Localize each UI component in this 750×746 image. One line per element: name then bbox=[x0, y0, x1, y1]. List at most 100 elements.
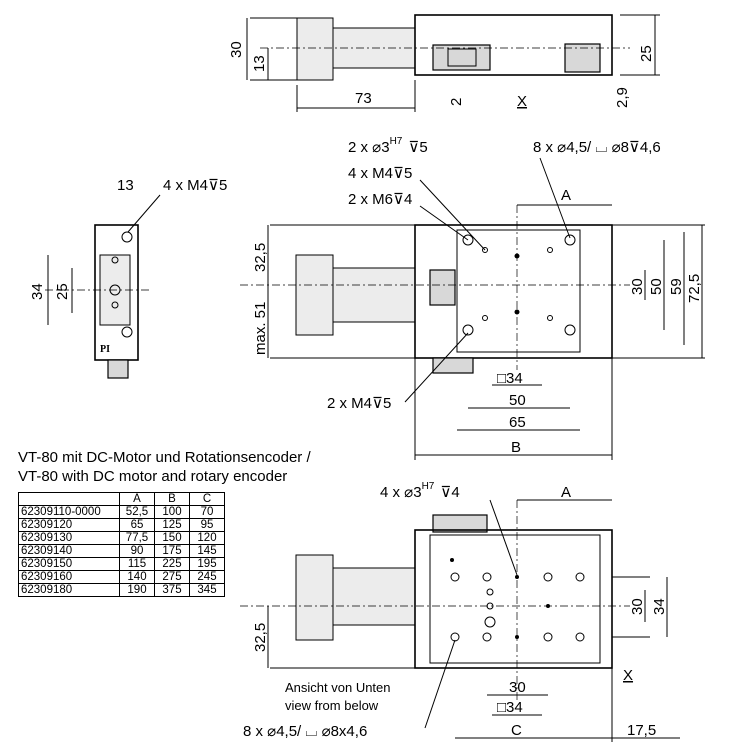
plan-connector-bottom bbox=[432, 357, 474, 374]
bottom-shaft bbox=[332, 567, 416, 626]
pi-logo: PI bbox=[100, 344, 110, 355]
value-c: 70 bbox=[189, 505, 225, 519]
dim-max-51: max. 51 bbox=[252, 302, 269, 355]
datum-x: X bbox=[517, 93, 527, 110]
part-number: 62309180 bbox=[18, 583, 120, 597]
plan-view: 2 x ⌀3H7⊽5 8 x ⌀4,5/ ⌴ ⌀8⊽4,6 4 x M4⊽5 2… bbox=[240, 136, 705, 460]
bottom-dim-30-h: 30 bbox=[509, 679, 526, 696]
value-b: 125 bbox=[154, 518, 190, 532]
bottom-dim-a: A bbox=[561, 484, 571, 501]
dim-2-9: 2,9 bbox=[614, 87, 631, 108]
table-header: A B C bbox=[18, 492, 225, 506]
drawing-caption: VT-80 mit DC-Motor und Rotationsencoder … bbox=[18, 448, 311, 486]
value-c: 145 bbox=[189, 544, 225, 558]
value-a: 190 bbox=[119, 583, 155, 597]
value-c: 345 bbox=[189, 583, 225, 597]
dim-2: 2 bbox=[448, 98, 465, 106]
dim-b: B bbox=[511, 439, 521, 456]
dim-sq34: □34 bbox=[497, 370, 523, 387]
dim-30-v: 30 bbox=[629, 278, 646, 295]
value-c: 95 bbox=[189, 518, 225, 532]
m4b-label: 2 x M4⊽5 bbox=[327, 395, 391, 412]
bottom-dim-34-v: 34 bbox=[651, 598, 668, 615]
value-b: 175 bbox=[154, 544, 190, 558]
header-cell: C bbox=[189, 492, 225, 506]
value-b: 375 bbox=[154, 583, 190, 597]
thread-label: 4 x M4⊽5 bbox=[163, 177, 227, 194]
dim-65-h: 65 bbox=[509, 414, 526, 431]
bottom-dim-17-5: 17,5 bbox=[627, 722, 656, 739]
dim-73: 73 bbox=[355, 90, 372, 107]
bottom-connector bbox=[432, 514, 488, 533]
bottom-stage bbox=[414, 529, 613, 669]
dim-25-side: 25 bbox=[54, 283, 71, 300]
plan-carriage bbox=[456, 229, 581, 353]
limit-switch bbox=[564, 43, 601, 73]
dim-13: 13 bbox=[251, 55, 268, 72]
part-number: 62309120 bbox=[18, 518, 120, 532]
top-view: 30 13 73 2 X 2,9 25 bbox=[228, 14, 660, 112]
header-cell: A bbox=[119, 492, 155, 506]
value-c: 195 bbox=[189, 557, 225, 571]
value-b: 275 bbox=[154, 570, 190, 584]
holes-label: 8 x ⌀4,5/ ⌴ ⌀8⊽4,6 bbox=[533, 139, 661, 156]
pin-label: 2 x ⌀3H7⊽5 bbox=[348, 136, 428, 156]
dim-a: A bbox=[561, 187, 571, 204]
bottom-motor bbox=[295, 554, 334, 641]
dim-59-v: 59 bbox=[668, 278, 685, 295]
plan-motor bbox=[295, 254, 334, 336]
dim-25: 25 bbox=[638, 45, 655, 62]
value-a: 115 bbox=[119, 557, 155, 571]
bottom-dim-32-5: 32,5 bbox=[252, 623, 269, 652]
header-cell: B bbox=[154, 492, 190, 506]
side-view: PI 13 4 x M4⊽5 34 25 bbox=[29, 177, 227, 379]
m4-label: 4 x M4⊽5 bbox=[348, 165, 412, 182]
value-a: 77,5 bbox=[119, 531, 155, 545]
value-a: 52,5 bbox=[119, 505, 155, 519]
bottom-view: 4 x ⌀3H7⊽4 A 30 34 32,5 X Ansicht von Un… bbox=[240, 481, 680, 742]
caption-de: VT-80 mit DC-Motor und Rotationsencoder … bbox=[18, 449, 311, 466]
motor-housing bbox=[296, 17, 334, 81]
value-a: 65 bbox=[119, 518, 155, 532]
value-b: 150 bbox=[154, 531, 190, 545]
dim-13-side: 13 bbox=[117, 177, 134, 194]
caption-en: VT-80 with DC motor and rotary encoder bbox=[18, 468, 288, 485]
header-cell bbox=[18, 492, 120, 506]
part-number: 62309140 bbox=[18, 544, 120, 558]
plan-stage bbox=[414, 224, 613, 359]
value-c: 245 bbox=[189, 570, 225, 584]
dim-30: 30 bbox=[228, 41, 245, 58]
stage-body bbox=[414, 14, 613, 76]
plan-shaft bbox=[332, 267, 416, 323]
plan-connector bbox=[429, 269, 456, 306]
bottom-dim-c: C bbox=[511, 722, 522, 739]
bottom-pin-label: 4 x ⌀3H7⊽4 bbox=[380, 481, 460, 501]
side-connector bbox=[107, 359, 129, 379]
dim-72-5-v: 72,5 bbox=[686, 274, 703, 303]
value-a: 140 bbox=[119, 570, 155, 584]
bottom-title-de: Ansicht von Unten bbox=[285, 680, 391, 695]
bottom-datum-x: X bbox=[623, 667, 633, 684]
value-a: 90 bbox=[119, 544, 155, 558]
value-c: 120 bbox=[189, 531, 225, 545]
bottom-holes-label: 8 x ⌀4,5/ ⌴ ⌀8x4,6 bbox=[243, 723, 367, 740]
bottom-dim-30-v: 30 bbox=[629, 598, 646, 615]
connector-pins bbox=[447, 48, 477, 67]
part-number: 62309160 bbox=[18, 570, 120, 584]
dim-50-v: 50 bbox=[648, 278, 665, 295]
part-number: 62309110-0000 bbox=[18, 505, 120, 519]
bottom-title-en: view from below bbox=[285, 698, 379, 713]
value-b: 100 bbox=[154, 505, 190, 519]
bottom-dim-sq34: □34 bbox=[497, 699, 523, 716]
m6-label: 2 x M6⊽4 bbox=[348, 191, 412, 208]
